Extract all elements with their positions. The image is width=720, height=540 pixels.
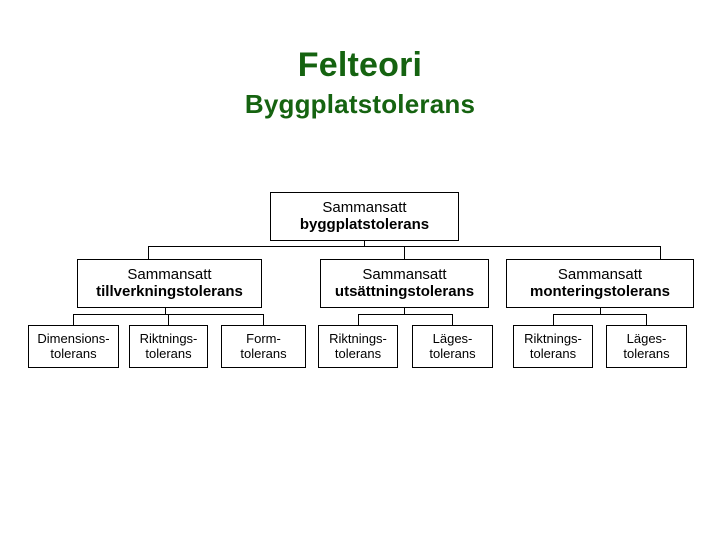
node-branch-2-line1: Sammansatt: [362, 265, 447, 283]
node-leaf-lagestolerans-1[interactable]: Läges- tolerans: [412, 325, 493, 368]
connector-drop-leaf-5: [452, 314, 453, 325]
connector-drop-leaf-3: [263, 314, 264, 325]
node-leaf-lagestolerans-2[interactable]: Läges- tolerans: [606, 325, 687, 368]
connector-drop-branch-3: [660, 246, 661, 260]
node-leaf-4-line1: Riktnings-: [329, 330, 387, 346]
connector-branch-3-bus: [553, 314, 647, 315]
connector-root-stem: [364, 240, 365, 246]
connector-branch-1-stem: [165, 308, 166, 314]
node-root-line1: Sammansatt: [322, 198, 407, 216]
node-leaf-6-line2: tolerans: [529, 345, 577, 361]
page-subtitle: Byggplatstolerans: [244, 89, 476, 119]
connector-branch-3-stem: [600, 308, 601, 314]
node-leaf-5-line1: Läges-: [432, 330, 473, 346]
node-leaf-2-line1: Riktnings-: [139, 330, 198, 346]
node-root[interactable]: Sammansatt byggplatstolerans: [270, 192, 459, 241]
page-title: Felteori: [297, 46, 423, 84]
node-branch-1-line2: tillverkningstolerans: [96, 282, 243, 300]
connector-drop-leaf-2: [168, 314, 169, 325]
node-branch-3-line1: Sammansatt: [557, 265, 643, 283]
connector-drop-leaf-6: [553, 314, 554, 325]
node-leaf-2-line2: tolerans: [145, 345, 192, 361]
node-leaf-6-line1: Riktnings-: [524, 330, 582, 346]
node-branch-utsattningstolerans[interactable]: Sammansatt utsättningstolerans: [320, 259, 489, 308]
node-leaf-riktningstolerans-3[interactable]: Riktnings- tolerans: [513, 325, 593, 368]
node-branch-monteringstolerans[interactable]: Sammansatt monteringstolerans: [506, 259, 694, 308]
node-leaf-7-line1: Läges-: [626, 330, 667, 346]
node-leaf-1-line2: tolerans: [50, 345, 97, 361]
node-leaf-4-line2: tolerans: [334, 345, 382, 361]
node-leaf-5-line2: tolerans: [429, 345, 476, 361]
connector-branch-2-stem: [404, 308, 405, 314]
node-leaf-1-line1: Dimensions-: [37, 330, 110, 346]
node-leaf-dimensionstolerans[interactable]: Dimensions- tolerans: [28, 325, 119, 368]
connector-drop-branch-2: [404, 246, 405, 260]
connector-drop-leaf-1: [73, 314, 74, 325]
node-leaf-7-line2: tolerans: [623, 345, 670, 361]
connector-drop-leaf-4: [358, 314, 359, 325]
node-leaf-riktningstolerans-1[interactable]: Riktnings- tolerans: [129, 325, 208, 368]
node-branch-3-line2: monteringstolerans: [529, 282, 671, 300]
node-root-line2: byggplatstolerans: [299, 215, 430, 233]
node-branch-1-line1: Sammansatt: [127, 265, 212, 283]
connector-drop-branch-1: [148, 246, 149, 260]
node-leaf-3-line2: tolerans: [240, 345, 287, 361]
node-branch-2-line2: utsättningstolerans: [334, 282, 475, 300]
node-leaf-formtolerans[interactable]: Form- tolerans: [221, 325, 306, 368]
node-leaf-3-line1: Form-: [246, 330, 281, 346]
node-branch-tillverkningstolerans[interactable]: Sammansatt tillverkningstolerans: [77, 259, 262, 308]
node-leaf-riktningstolerans-2[interactable]: Riktnings- tolerans: [318, 325, 398, 368]
connector-drop-leaf-7: [646, 314, 647, 325]
connector-branch-2-bus: [358, 314, 453, 315]
